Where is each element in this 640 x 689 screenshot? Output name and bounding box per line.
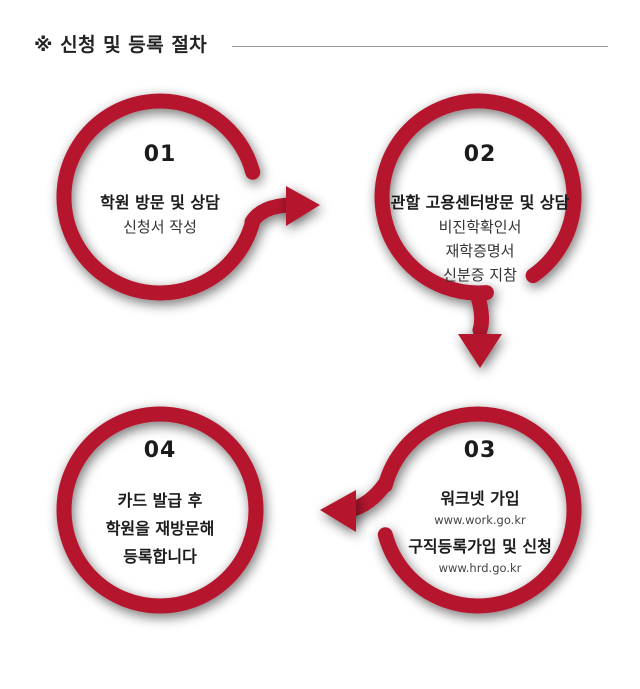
page-title: ※ 신청 및 등록 절차 — [34, 34, 208, 56]
step-01-line-1: 신청서 작성 — [123, 218, 197, 236]
step-04: 04 카드 발급 후 학원을 재방문해 등록합니다 — [60, 438, 260, 571]
ring-step-02 — [374, 93, 582, 301]
step-02-line-2: 재학증명서 — [445, 242, 515, 260]
step-01: 01 학원 방문 및 상담 신청서 작성 — [60, 142, 260, 239]
step-02-line-3: 신분증 지참 — [443, 266, 517, 284]
title-divider — [232, 46, 608, 47]
step-03-url-1: www.work.go.kr — [434, 513, 526, 527]
step-03-url-2: www.hrd.go.kr — [438, 561, 522, 575]
step-03-title-2: 구직등록가입 및 신청 — [408, 537, 552, 556]
step-02-line-1: 비진학확인서 — [438, 218, 522, 236]
step-02: 02 관할 고용센터방문 및 상담 비진학확인서 재학증명서 신분증 지참 — [370, 142, 590, 287]
step-03-title: 워크넷 가입 — [440, 489, 520, 508]
step-02-title: 관할 고용센터방문 및 상담 — [390, 193, 570, 212]
step-01-number: 01 — [143, 142, 177, 167]
ring-step-03 — [377, 406, 582, 614]
step-03-number: 03 — [463, 438, 497, 463]
step-04-line-3: 등록합니다 — [123, 547, 197, 566]
step-03: 03 워크넷 가입 www.work.go.kr 구직등록가입 및 신청 www… — [376, 438, 584, 583]
step-04-line-1: 카드 발급 후 — [117, 491, 203, 510]
connector-01-02 — [244, 197, 298, 230]
ring-step-04 — [56, 406, 264, 614]
arrow-right-icon — [286, 186, 320, 226]
step-04-line-2: 학원을 재방문해 — [105, 519, 215, 538]
step-04-number: 04 — [143, 438, 177, 463]
arrow-down-icon — [458, 334, 502, 368]
step-02-number: 02 — [463, 142, 497, 167]
arrow-left-icon — [320, 490, 356, 532]
ring-step-01 — [56, 93, 261, 301]
connector-02-03 — [470, 289, 490, 338]
step-01-title: 학원 방문 및 상담 — [100, 193, 220, 212]
